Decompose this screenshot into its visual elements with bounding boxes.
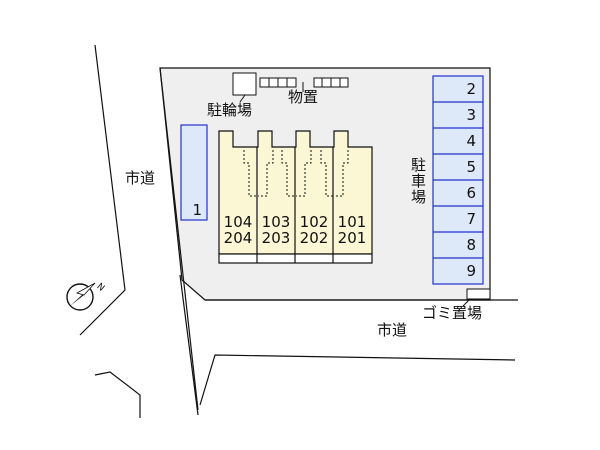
label-storage: 物置 [288, 88, 319, 106]
parking-number: 2 [466, 80, 476, 98]
parking-number: 5 [466, 158, 476, 176]
parking-slots-right [432, 75, 484, 285]
label-parking: 駐車場 [409, 157, 427, 205]
unit-number-lower: 203 [261, 229, 291, 247]
parking-number: 7 [466, 210, 476, 228]
parking-number: 9 [466, 262, 476, 280]
parking-number: 4 [466, 132, 476, 150]
road-edge-bottom-lower [199, 354, 516, 406]
bicycle-shed [232, 72, 257, 96]
unit-number-lower: 202 [299, 229, 329, 247]
unit-number-lower: 201 [337, 229, 367, 247]
road-edge-left-outer [79, 44, 126, 336]
unit-number-upper: 103 [261, 213, 291, 231]
label-bicycle-parking: 駐輪場 [207, 101, 253, 119]
label-city-road-left: 市道 [125, 169, 156, 187]
parking-slot-left [180, 124, 208, 221]
apartment-building [218, 130, 373, 264]
road-edge-misc [94, 371, 141, 418]
parking-number: 3 [466, 106, 476, 124]
garbage-box [466, 288, 491, 300]
compass-icon: N [66, 282, 107, 311]
unit-number-upper: 101 [337, 213, 367, 231]
unit-103-label: 103 203 [258, 214, 294, 246]
unit-101-label: 101 201 [334, 214, 370, 246]
unit-102-label: 102 202 [296, 214, 332, 246]
road-edge-left-inner [179, 274, 199, 416]
unit-number-upper: 102 [299, 213, 329, 231]
garbage-pointer [462, 298, 471, 307]
parking-number-left: 1 [192, 201, 202, 219]
parking-number: 8 [466, 236, 476, 254]
label-garbage: ゴミ置場 [422, 304, 483, 322]
unit-number-lower: 204 [223, 229, 253, 247]
bicycle-pointer [239, 94, 246, 103]
storage-left [259, 77, 297, 88]
label-city-road-bottom: 市道 [377, 321, 408, 339]
unit-104-label: 104 204 [220, 214, 256, 246]
parking-number: 6 [466, 184, 476, 202]
lot-left-edge [159, 67, 199, 411]
compass-north-label: N [95, 282, 107, 294]
storage-right [313, 77, 349, 88]
unit-number-upper: 104 [223, 213, 253, 231]
